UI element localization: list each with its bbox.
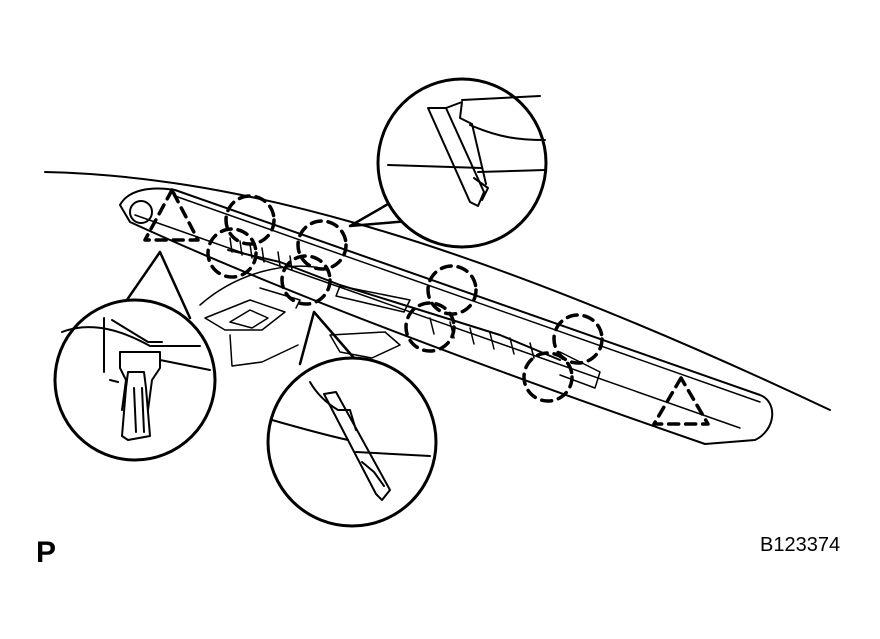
clip-location-circle xyxy=(224,194,276,246)
mounting-ribs xyxy=(229,237,535,359)
clip-locations xyxy=(206,194,604,403)
clip-location-circle xyxy=(552,313,604,365)
inner-structure xyxy=(199,265,401,367)
callout-circle xyxy=(53,298,217,462)
clip-location-circle xyxy=(426,264,478,316)
clip-triangles xyxy=(143,188,710,426)
callout-circle xyxy=(376,77,548,249)
callout-top-right xyxy=(348,77,548,249)
clip-claw-detail-icon xyxy=(271,381,431,501)
clip-location-circle xyxy=(206,227,258,279)
lamp-socket-left xyxy=(129,200,153,224)
push-clip-detail-icon xyxy=(61,317,211,441)
roof-outline xyxy=(44,171,831,411)
callout-circle xyxy=(266,356,438,528)
clip-location-triangle xyxy=(652,376,710,426)
clip-location-circle xyxy=(522,351,574,403)
clip-location-triangle xyxy=(143,188,200,242)
clip-location-circle xyxy=(280,254,332,306)
view-label: P xyxy=(36,536,57,569)
callout-bottom xyxy=(266,310,438,528)
figure-id: B123374 xyxy=(760,534,841,556)
callout-left xyxy=(53,250,217,462)
clip-claw-detail-icon xyxy=(387,95,546,207)
clip-location-circle xyxy=(296,219,348,271)
clip-location-circle xyxy=(404,301,456,353)
